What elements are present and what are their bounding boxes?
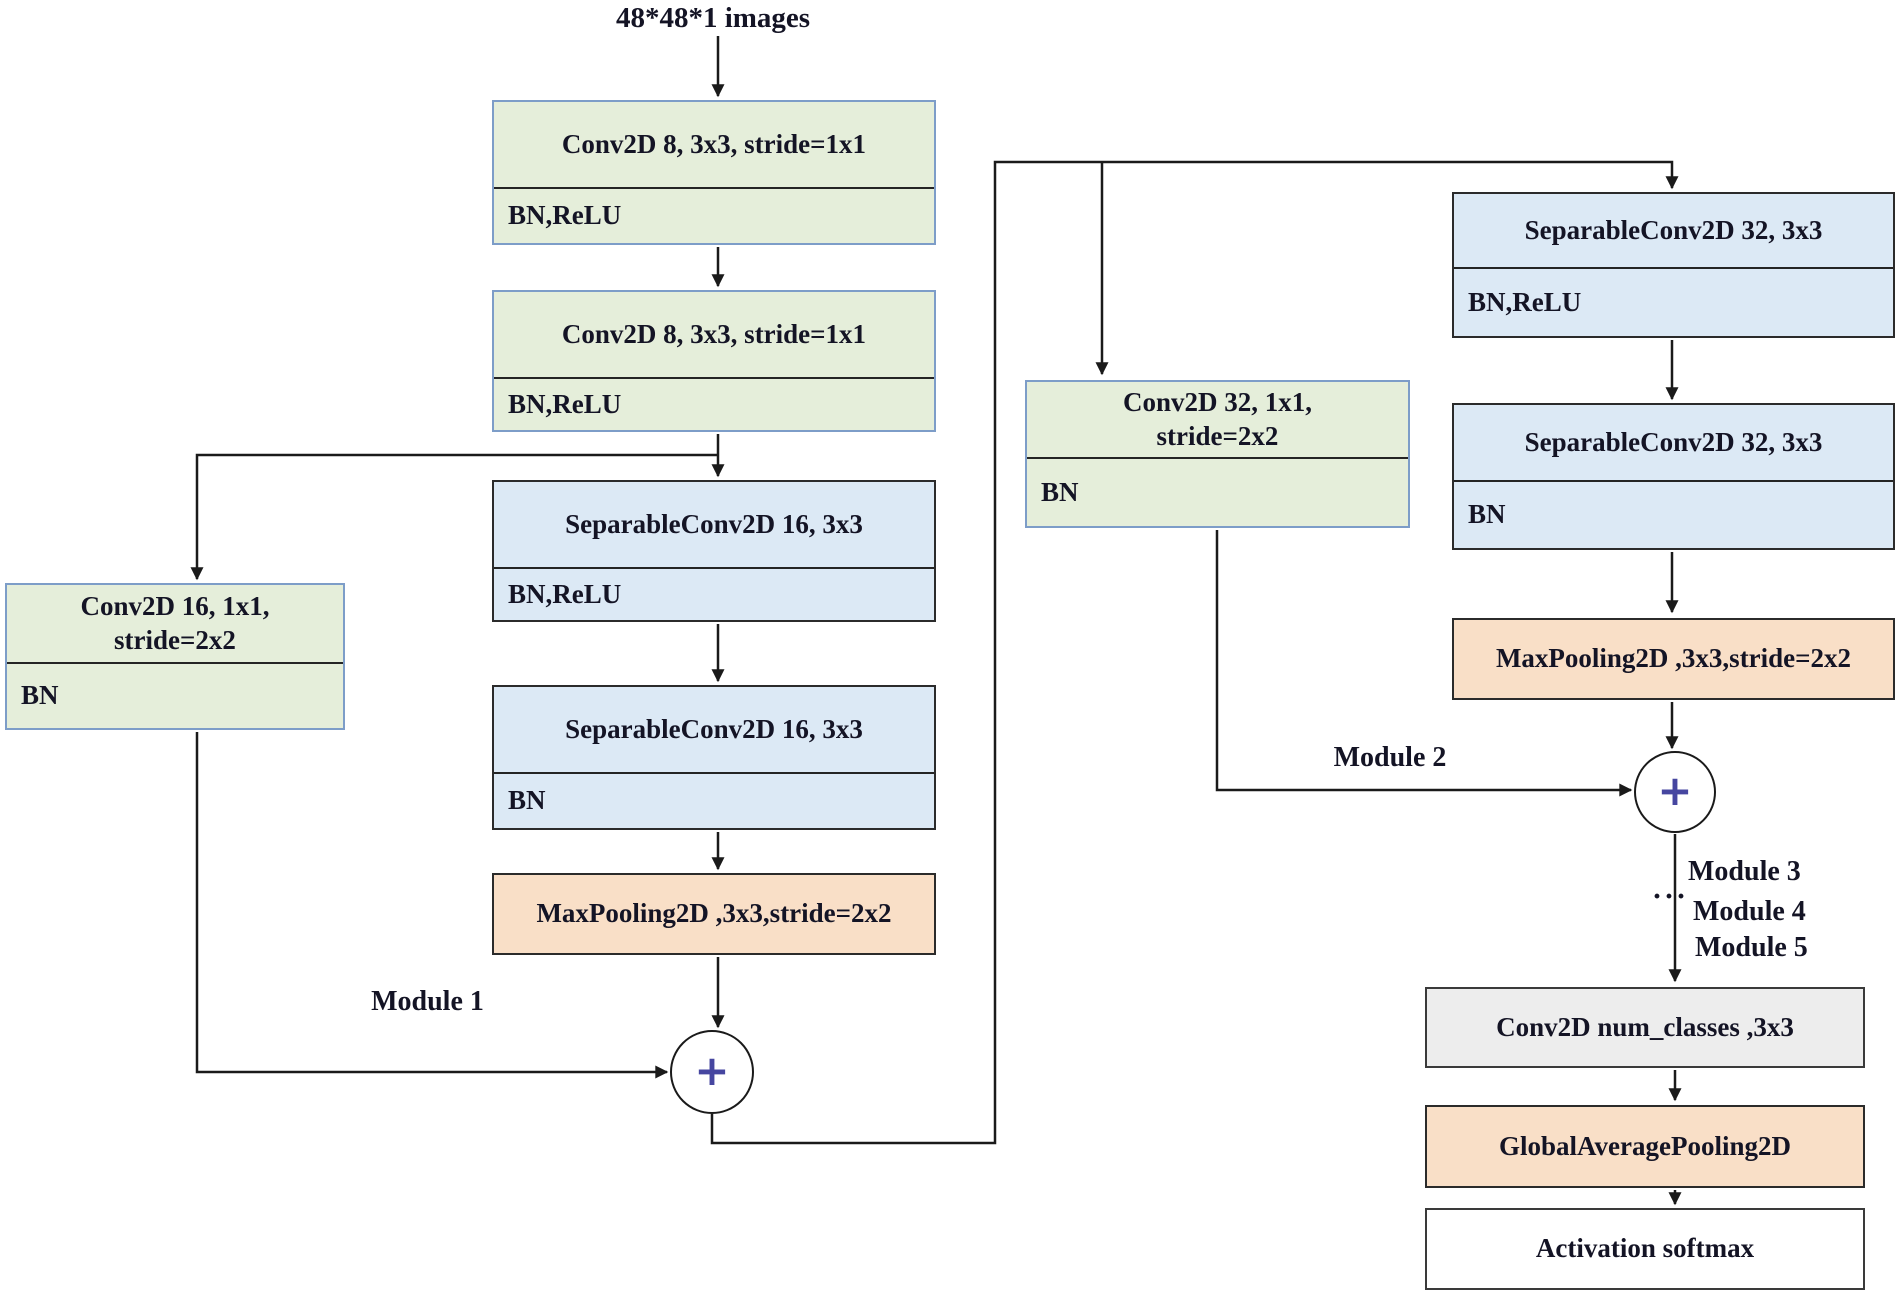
- module-4-label: Module 4: [1693, 896, 1806, 927]
- layer-name: SeparableConv2D 32, 3x3: [1454, 194, 1893, 269]
- layer-name: Conv2D num_classes ,3x3: [1496, 1011, 1794, 1042]
- layer-name: Conv2D 8, 3x3, stride=1x1: [494, 102, 934, 189]
- conv2d-num-classes-box: Conv2D num_classes ,3x3: [1425, 987, 1865, 1068]
- layer-ops: BN: [508, 785, 546, 816]
- layer-name: MaxPooling2D ,3x3,stride=2x2: [536, 898, 892, 929]
- separableconv2d-16-box-1: SeparableConv2D 16, 3x3 BN,ReLU: [492, 480, 936, 622]
- plus-icon-1: +: [694, 1046, 730, 1095]
- branch-to-conv16-shortcut: [190, 453, 718, 581]
- maxpooling2d-box-2: MaxPooling2D ,3x3,stride=2x2: [1452, 618, 1895, 700]
- layer-ops: BN,ReLU: [508, 200, 622, 231]
- layer-name: Conv2D 8, 3x3, stride=1x1: [494, 292, 934, 379]
- layer-name: GlobalAveragePooling2D: [1499, 1130, 1791, 1161]
- layer-name: Conv2D 32, 1x1, stride=2x2: [1027, 382, 1408, 459]
- module-2-label: Module 2: [1333, 742, 1447, 773]
- globalaveragepooling2d-box: GlobalAveragePooling2D: [1425, 1105, 1865, 1188]
- ellipsis-modules: ···: [1652, 880, 1689, 913]
- layer-name: Activation softmax: [1535, 1233, 1755, 1264]
- shortcut16-to-add1: [195, 732, 669, 1079]
- layer-name: MaxPooling2D ,3x3,stride=2x2: [1495, 643, 1852, 674]
- layer-name: SeparableConv2D 16, 3x3: [494, 687, 934, 774]
- add-node-2: [1634, 751, 1716, 833]
- module-3-label: Module 3: [1688, 856, 1801, 887]
- conv2d-32-shortcut-box: Conv2D 32, 1x1, stride=2x2 BN: [1025, 380, 1410, 528]
- activation-softmax-box: Activation softmax: [1425, 1208, 1865, 1290]
- shortcut32-to-add2: [1215, 530, 1633, 797]
- maxpooling2d-box-1: MaxPooling2D ,3x3,stride=2x2: [492, 873, 936, 955]
- layer-ops: BN: [1041, 476, 1079, 507]
- layer-name: Conv2D 16, 1x1, stride=2x2: [7, 585, 343, 664]
- layer-ops: BN,ReLU: [508, 388, 622, 419]
- separableconv2d-32-box-2: SeparableConv2D 32, 3x3 BN: [1452, 403, 1895, 550]
- plus-icon-2: +: [1657, 766, 1693, 815]
- add-node-1: [670, 1030, 754, 1114]
- layer-name: SeparableConv2D 32, 3x3: [1454, 405, 1893, 482]
- add1-to-sep32a: [710, 160, 1679, 1145]
- module-1-label: Module 1: [371, 986, 484, 1017]
- layer-ops: BN: [21, 680, 59, 711]
- layer-ops: BN,ReLU: [508, 578, 622, 609]
- layer-ops: BN,ReLU: [1468, 286, 1582, 317]
- input-shape-label: 48*48*1 images: [615, 2, 811, 34]
- layer-name: SeparableConv2D 16, 3x3: [494, 482, 934, 569]
- conv2d-16-shortcut-box: Conv2D 16, 1x1, stride=2x2 BN: [5, 583, 345, 730]
- separableconv2d-32-box-1: SeparableConv2D 32, 3x3 BN,ReLU: [1452, 192, 1895, 338]
- conv2d-8-box-2: Conv2D 8, 3x3, stride=1x1 BN,ReLU: [492, 290, 936, 432]
- conv2d-8-box-1: Conv2D 8, 3x3, stride=1x1 BN,ReLU: [492, 100, 936, 245]
- separableconv2d-16-box-2: SeparableConv2D 16, 3x3 BN: [492, 685, 936, 830]
- layer-ops: BN: [1468, 499, 1506, 530]
- module-5-label: Module 5: [1695, 932, 1808, 963]
